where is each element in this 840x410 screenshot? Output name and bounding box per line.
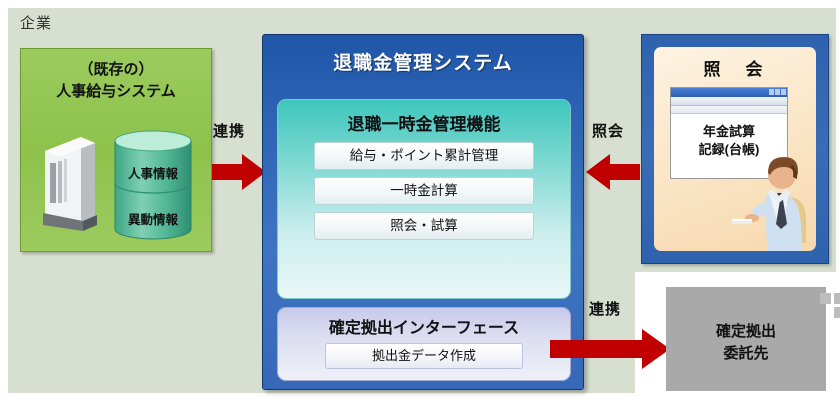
- window-control-buttons: [769, 89, 786, 95]
- arrow-label-cooperation-left: 連携: [213, 123, 246, 140]
- window-menubar: [671, 97, 787, 106]
- inquiry-inner-panel: 照 会 年金試算 記録(台帳): [654, 47, 816, 251]
- function-chip-inquiry-trial-calculation[interactable]: 照会・試算: [314, 212, 534, 240]
- window-text-line2: 記録(台帳): [698, 141, 760, 157]
- legacy-system-title-line2: 人事給与システム: [56, 82, 176, 100]
- arrow-system-to-outsourcer: [550, 329, 670, 369]
- lump-sum-management-module: 退職一時金管理機能 給与・ポイント累計管理 一時金計算 照会・試算: [277, 99, 571, 299]
- dc-interface-module: 確定拠出インターフェース 拠出金データ作成: [277, 307, 571, 381]
- window-text-line1: 年金試算: [702, 124, 755, 139]
- window-toolbar: [671, 106, 787, 114]
- legacy-system-artwork: 人事情報 異動情報: [21, 127, 211, 247]
- system-title: 退職金管理システム: [333, 53, 513, 74]
- database-cylinder-icon: [114, 130, 192, 240]
- browser-window-icon: 年金試算 記録(台帳): [670, 87, 788, 179]
- window-content-text: 年金試算 記録(台帳): [671, 114, 787, 158]
- seated-office-worker-icon: [732, 157, 806, 251]
- legacy-system-title: （既存の） 人事給与システム: [21, 49, 211, 103]
- outsourcer-label-line2: 委託先: [723, 344, 769, 362]
- arrow-label-inquiry: 照会: [592, 123, 625, 140]
- legacy-system-title-line1: （既存の）: [78, 61, 154, 78]
- arrow-inquiry-to-system: [586, 154, 640, 190]
- function-chip-lump-sum-calculation[interactable]: 一時金計算: [314, 177, 534, 205]
- window-titlebar: [671, 88, 787, 97]
- dc-interface-module-title: 確定拠出インターフェース: [328, 320, 520, 337]
- arrow-label-cooperation-right: 連携: [589, 301, 622, 318]
- server-tower-icon: [43, 137, 97, 231]
- inquiry-terminal-box: 照 会 年金試算 記録(台帳): [641, 34, 829, 264]
- lump-sum-module-title: 退職一時金管理機能: [347, 115, 501, 134]
- legacy-hr-payroll-system-box: （既存の） 人事給与システム: [20, 48, 212, 252]
- database-label-transfer: 異動情報: [127, 213, 178, 227]
- retirement-benefit-system-box: 退職金管理システム 退職一時金管理機能 給与・ポイント累計管理 一時金計算 照会…: [262, 34, 584, 390]
- database-label-hr: 人事情報: [127, 167, 178, 181]
- outsourcer-label-line1: 確定拠出: [715, 323, 776, 340]
- inquiry-title: 照 会: [703, 60, 767, 79]
- outsourcer-label: 確定拠出 委託先: [666, 321, 826, 365]
- dc-outsourcer-box: 確定拠出 委託先: [666, 287, 840, 391]
- function-chip-salary-point-accumulation[interactable]: 給与・ポイント累計管理: [314, 142, 534, 170]
- arrow-legacy-to-system: [212, 154, 266, 190]
- function-chip-contribution-data-creation[interactable]: 拠出金データ作成: [325, 343, 523, 369]
- enterprise-label: 企業: [20, 15, 53, 32]
